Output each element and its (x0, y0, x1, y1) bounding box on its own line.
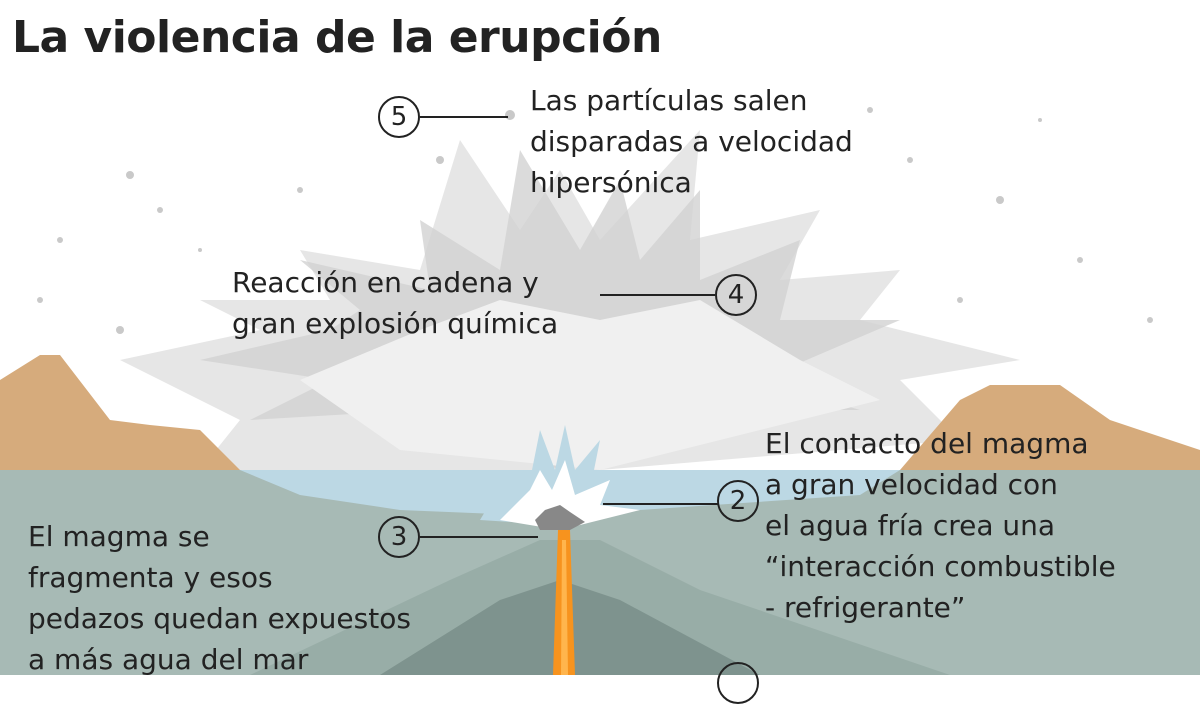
step-number-1-partial (717, 662, 759, 704)
step-text-2: El contacto del magma a gran velocidad c… (765, 427, 1116, 624)
step-number-3: 3 (378, 516, 420, 558)
step-text-4: Reacción en cadena y gran explosión quím… (232, 266, 559, 340)
inner-cloud (300, 300, 880, 470)
leader-line-5 (420, 116, 508, 118)
right-island (900, 385, 1200, 470)
step-number-4: 4 (715, 274, 757, 316)
step-text-5: Las partículas salen disparadas a veloci… (530, 84, 853, 199)
leader-line-3 (420, 536, 538, 538)
leader-line-4 (600, 294, 715, 296)
step-number-2: 2 (717, 480, 759, 522)
leader-line-2 (603, 503, 718, 505)
page-title: La violencia de la erupción (12, 12, 662, 63)
step-text-3: El magma se fragmenta y esos pedazos que… (28, 520, 411, 676)
white-burst (500, 460, 640, 530)
magma-fragments (535, 505, 585, 530)
step-number-5: 5 (378, 96, 420, 138)
left-island (0, 355, 240, 470)
eruption-illustration (0, 107, 1200, 675)
